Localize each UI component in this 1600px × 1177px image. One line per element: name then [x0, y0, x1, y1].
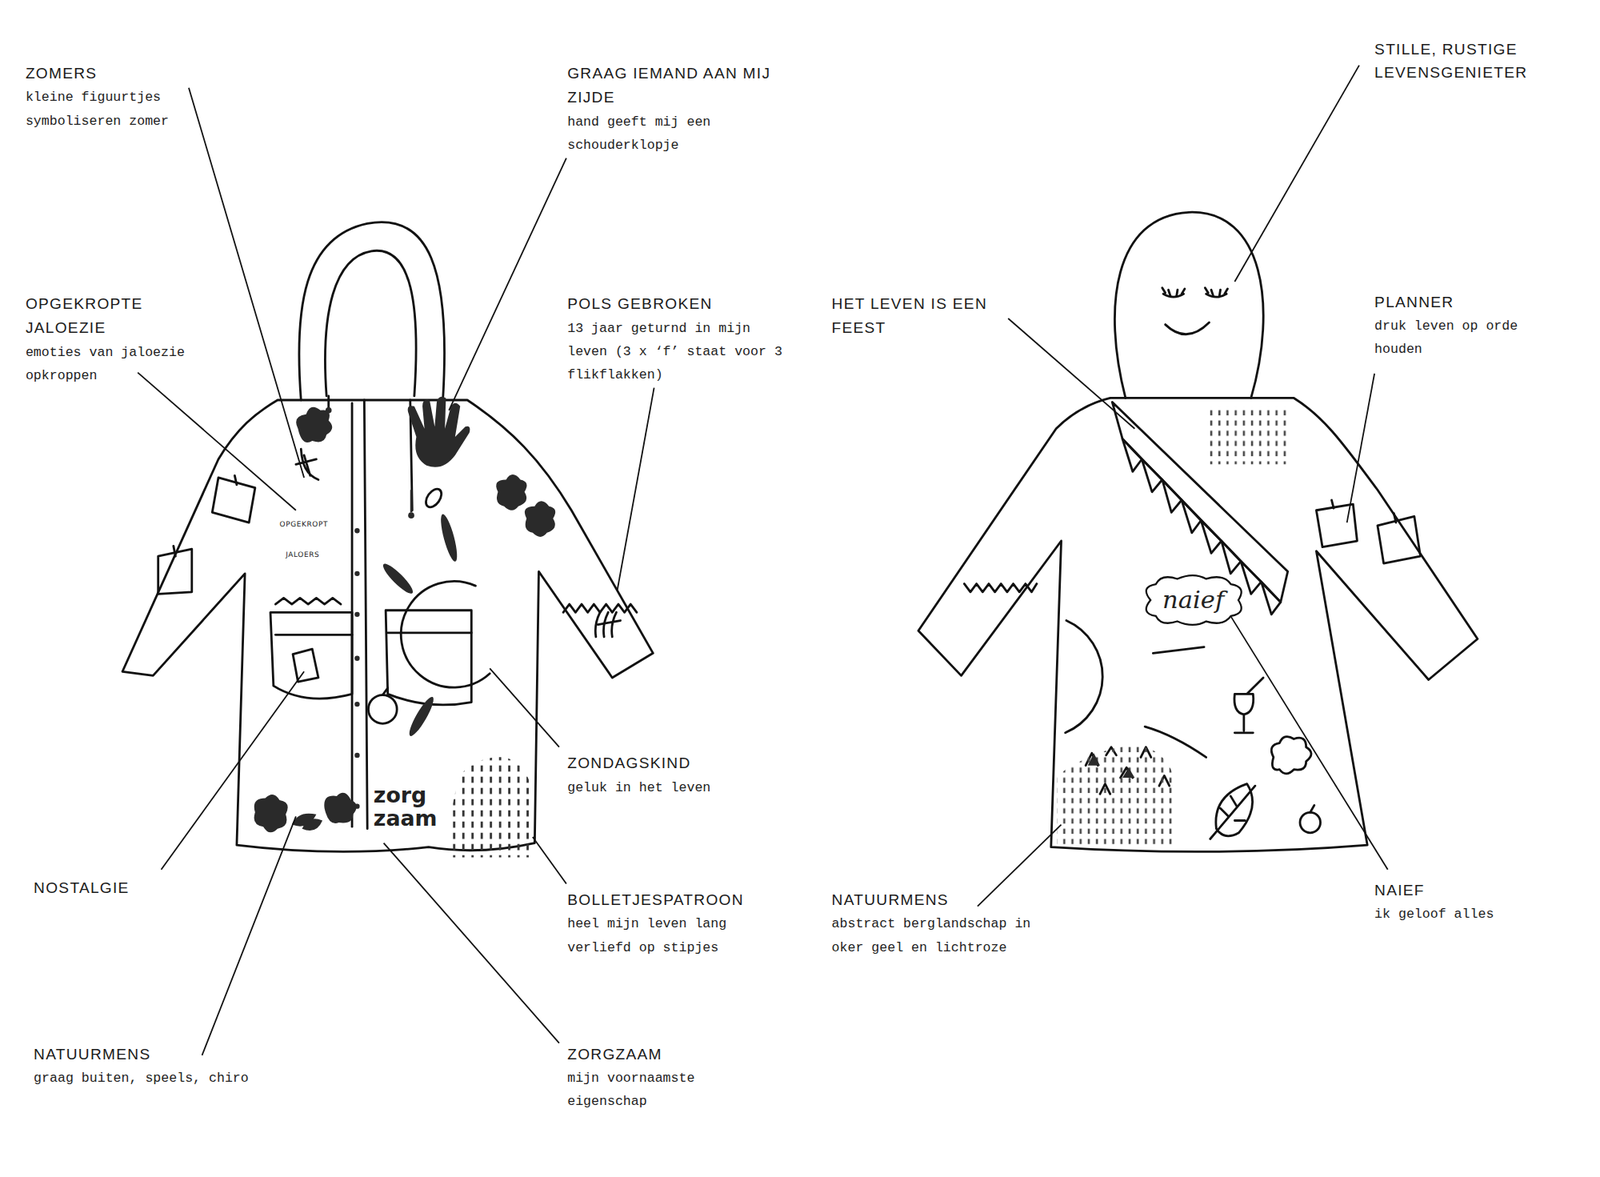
- callout-note: druk leven op orde houden: [1374, 314, 1548, 362]
- callout-note: graag buiten, speels, chiro: [33, 1066, 268, 1090]
- callout-note: emoties van jaloezie opkroppen: [25, 340, 210, 388]
- coat-text: JALOERS: [285, 551, 348, 560]
- callout-heading: NOSTALGIE: [33, 875, 238, 899]
- callout-heading: BOLLETJESPATROON: [567, 888, 792, 912]
- callout-heading: STILLE, RUSTIGE LEVENSGENIETER: [1374, 36, 1584, 84]
- callout-heading: ZOMERS: [25, 61, 260, 85]
- coat-text: OPGEKROPT: [279, 520, 351, 530]
- callout-note: kleine figuurtjes symboliseren zomer: [25, 85, 251, 133]
- leader-lines: [137, 65, 1388, 1056]
- node-text: naief: [1162, 585, 1224, 615]
- callout-heading: NAIEF: [1374, 877, 1579, 901]
- callout-heading: NATUURMENS: [33, 1041, 238, 1065]
- callout-heading: ZORGZAAM: [567, 1041, 772, 1065]
- callout-note: ik geloof alles: [1374, 902, 1579, 926]
- callout-note: hand geeft mij een schouderklopje: [567, 110, 787, 158]
- callout-heading: POLS GEBROKEN: [567, 292, 792, 316]
- callout-note: heel mijn leven lang verliefd op stipjes: [567, 912, 772, 960]
- callout-note: abstract berglandschap in oker geel en l…: [832, 912, 1052, 960]
- callout-heading: ZONDAGSKIND: [567, 751, 772, 775]
- callout-note: 13 jaar geturnd in mijn leven (3 x ‘f’ s…: [567, 316, 787, 387]
- coat-text: zorg zaam: [373, 784, 445, 832]
- callout-heading: OPGEKROPTE JALOEZIE: [25, 292, 200, 340]
- callout-note: mijn voornaamste eigenschap: [567, 1066, 772, 1114]
- cloud-shape: naief: [1140, 573, 1248, 627]
- callout-heading: PLANNER: [1374, 289, 1579, 313]
- callout-heading: NATUURMENS: [832, 888, 1036, 912]
- callout-heading: GRAAG IEMAND AAN MIJ ZIJDE: [567, 61, 787, 109]
- callout-heading: HET LEVEN IS EEN FEEST: [832, 292, 1026, 340]
- callout-note: geluk in het leven: [567, 775, 772, 799]
